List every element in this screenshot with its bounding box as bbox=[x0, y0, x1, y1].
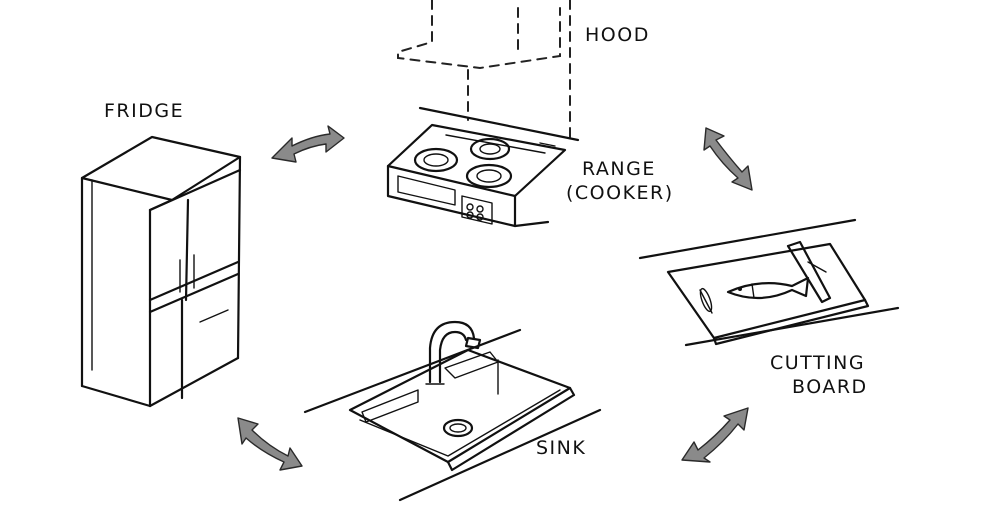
sink-label: SINK bbox=[536, 437, 587, 459]
arrow-range-cutting bbox=[703, 127, 753, 191]
fridge-illustration bbox=[80, 135, 242, 408]
fridge-label: FRIDGE bbox=[104, 100, 185, 122]
cutting-board-label: CUTTING bbox=[770, 352, 866, 374]
range-label: RANGE bbox=[582, 158, 656, 180]
hood-label: HOOD bbox=[585, 24, 650, 46]
cutting-board-label-board: BOARD bbox=[792, 376, 868, 398]
arrow-fridge-sink bbox=[237, 417, 303, 471]
range-label-cooker: (COOKER) bbox=[566, 182, 674, 204]
hood-illustration bbox=[397, 0, 571, 141]
arrow-fridge-range bbox=[271, 125, 345, 163]
arrow-sink-cutting bbox=[681, 407, 749, 463]
sink-illustration bbox=[303, 320, 602, 502]
range-illustration bbox=[386, 106, 580, 228]
cutting-board-illustration bbox=[638, 218, 900, 347]
